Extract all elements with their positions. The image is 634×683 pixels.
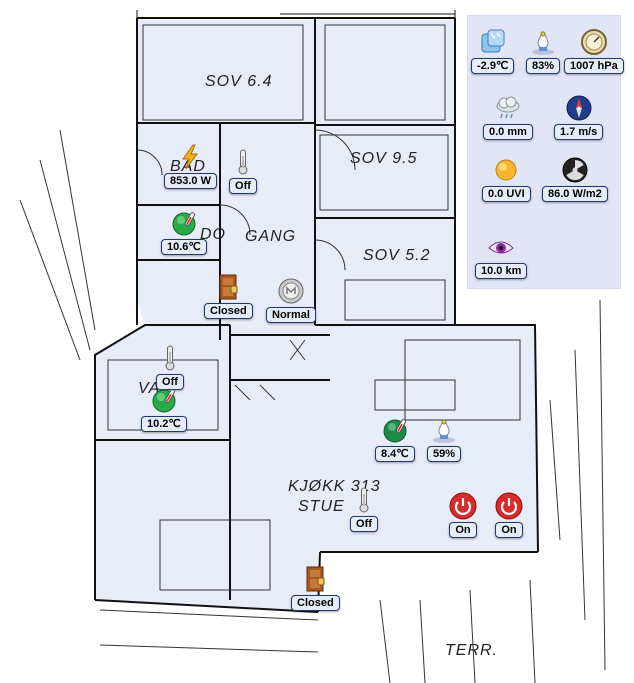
room-label-terrasse: TERR.	[445, 642, 498, 659]
power-button-2-widget[interactable]: On	[495, 492, 523, 538]
rain-value: 0.0 mm	[483, 124, 533, 140]
visibility-value: 10.0 km	[475, 263, 528, 279]
thermometer-icon	[165, 345, 175, 371]
outdoor-temperature-widget[interactable]: -2.9℃	[471, 28, 515, 74]
wc-temperature-value: 10.6℃	[161, 239, 207, 255]
front-door-widget[interactable]: Closed	[204, 273, 253, 319]
radiation-icon	[562, 157, 588, 183]
weather-panel: -2.9℃ 83% 1007 hPa	[467, 15, 624, 289]
rain-widget[interactable]: 0.0 mm	[483, 94, 533, 140]
wind-value: 1.7 m/s	[554, 124, 604, 140]
room-label-stue: STUE	[298, 498, 345, 515]
sun-icon	[495, 159, 517, 181]
living-humidity-widget[interactable]: 59%	[427, 416, 462, 462]
bath-power-value: 853.0 W	[164, 173, 217, 189]
outdoor-temperature-value: -2.9℃	[471, 58, 515, 74]
humidity-icon	[532, 31, 555, 55]
rain-cloud-icon	[496, 96, 520, 119]
wc-temperature-widget[interactable]: 10.6℃	[161, 209, 207, 255]
room-label-kjokken: KJØKK 313	[288, 478, 381, 495]
front-door-status: Closed	[204, 303, 253, 319]
compass-icon	[566, 95, 592, 121]
radiation-widget[interactable]: 86.0 W/m2	[542, 156, 608, 202]
room-label-sov-6-4: SOV 6.4	[205, 73, 273, 90]
pressure-widget[interactable]: 1007 hPa	[564, 28, 624, 74]
power-button-1-status: On	[449, 522, 477, 538]
room-label-sov-9-5: SOV 9.5	[350, 150, 418, 167]
laundry-temperature-widget[interactable]: 10.2℃	[141, 386, 187, 432]
bath-power-widget[interactable]: 853.0 W	[164, 143, 217, 189]
outdoor-humidity-widget[interactable]: 83%	[526, 28, 561, 74]
power-button-icon	[495, 492, 523, 520]
terrace-door-widget[interactable]: Closed	[291, 565, 340, 611]
bath-switch-widget[interactable]: Off	[229, 148, 257, 194]
uv-value: 0.0 UVI	[482, 186, 531, 202]
laundry-switch-widget[interactable]: Off	[156, 344, 184, 390]
outdoor-humidity-value: 83%	[526, 58, 561, 74]
uv-widget[interactable]: 0.0 UVI	[482, 156, 531, 202]
pressure-value: 1007 hPa	[564, 58, 624, 74]
visibility-widget[interactable]: 10.0 km	[475, 233, 528, 279]
door-icon	[306, 566, 325, 592]
room-label-do: DO	[200, 226, 226, 243]
eye-icon	[488, 241, 514, 254]
ice-icon	[481, 29, 505, 53]
mode-button-icon	[278, 278, 304, 304]
power-button-2-status: On	[495, 522, 523, 538]
living-switch-value: Off	[350, 516, 378, 532]
lightning-icon	[182, 144, 199, 170]
room-label-gang: GANG	[245, 228, 297, 245]
wind-widget[interactable]: 1.7 m/s	[554, 94, 604, 140]
temperature-globe-icon	[383, 419, 407, 443]
temperature-globe-icon	[172, 212, 196, 236]
living-switch-widget[interactable]: Off	[350, 486, 378, 532]
radiation-value: 86.0 W/m2	[542, 186, 608, 202]
power-button-icon	[449, 492, 477, 520]
terrace-door-status: Closed	[291, 595, 340, 611]
power-button-1-widget[interactable]: On	[449, 492, 477, 538]
hall-mode-widget[interactable]: Normal	[266, 277, 316, 323]
bath-switch-value: Off	[229, 178, 257, 194]
living-temperature-widget[interactable]: 8.4℃	[375, 416, 415, 462]
living-temperature-value: 8.4℃	[375, 446, 415, 462]
thermometer-icon	[238, 149, 248, 175]
room-label-sov-5-2: SOV 5.2	[363, 247, 431, 264]
barometer-icon	[580, 29, 607, 55]
laundry-temperature-value: 10.2℃	[141, 416, 187, 432]
temperature-globe-icon	[152, 389, 176, 413]
room-label-vask: VA	[138, 380, 161, 397]
living-humidity-value: 59%	[427, 446, 462, 462]
thermometer-icon	[359, 487, 369, 513]
humidity-icon	[433, 419, 456, 443]
hall-mode-status: Normal	[266, 307, 316, 323]
door-icon	[219, 274, 238, 300]
laundry-switch-value: Off	[156, 374, 184, 390]
